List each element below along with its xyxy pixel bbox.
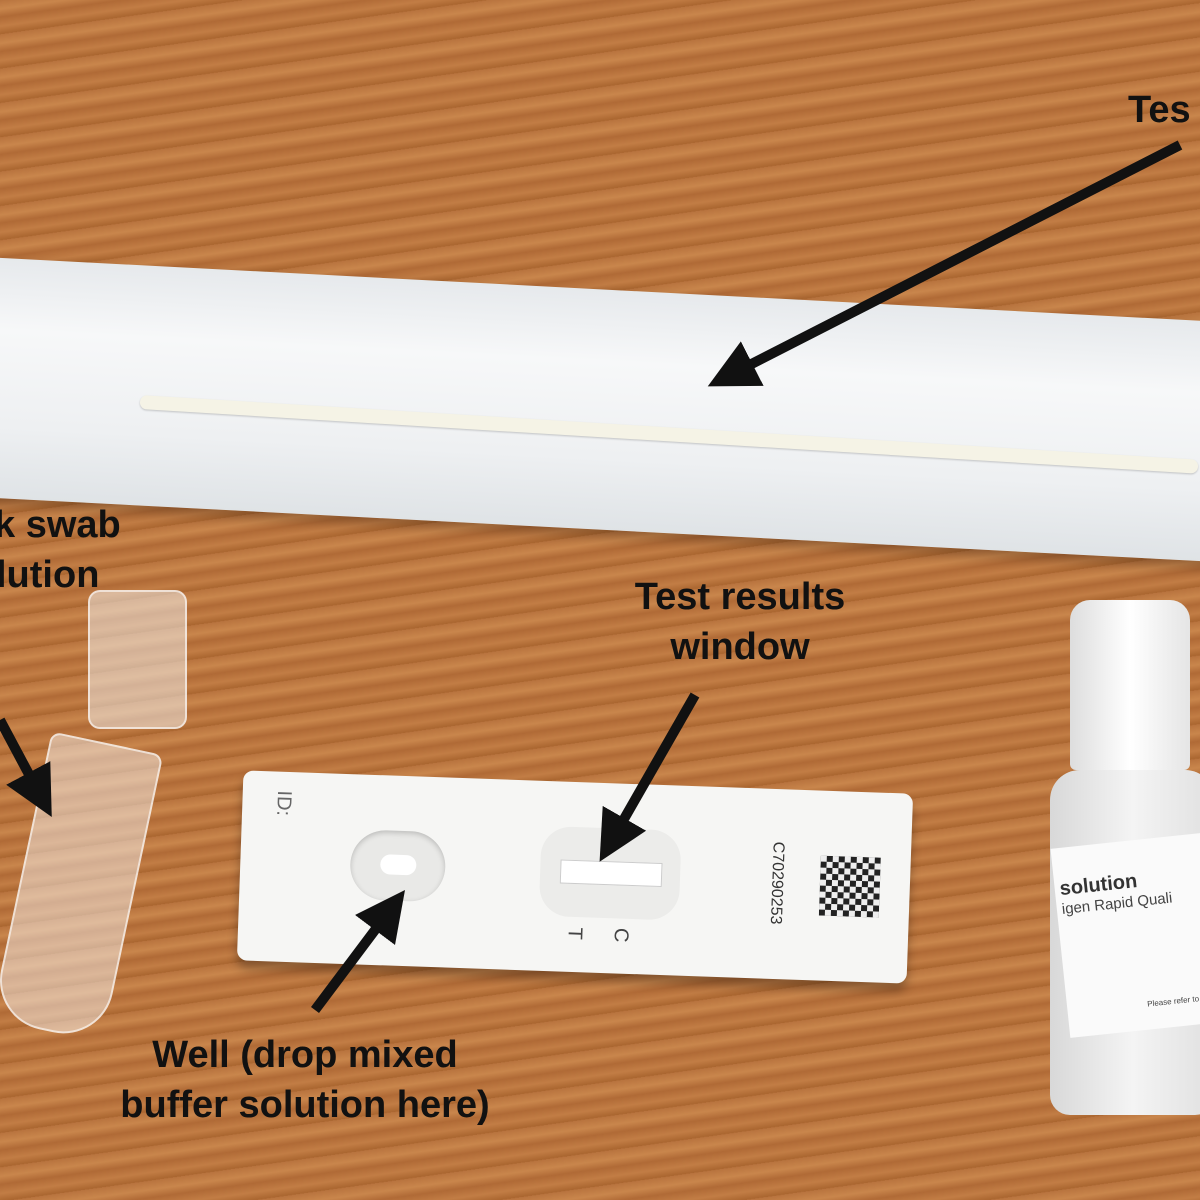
arrow-results-window	[599, 692, 700, 862]
arrow-swab	[707, 140, 1183, 387]
arrow-tube	[0, 717, 52, 818]
label-swab: Tes	[1128, 89, 1191, 131]
label-results-window: Test results window	[634, 576, 846, 668]
buffer-bottle: solution igen Rapid Quali Please refer t…	[1045, 600, 1200, 1120]
label-tube: k swab lution	[0, 504, 121, 596]
tube-cap	[88, 590, 187, 729]
arrow-well	[311, 890, 405, 1013]
label-well: Well (drop mixed buffer solution here)	[120, 1034, 490, 1126]
